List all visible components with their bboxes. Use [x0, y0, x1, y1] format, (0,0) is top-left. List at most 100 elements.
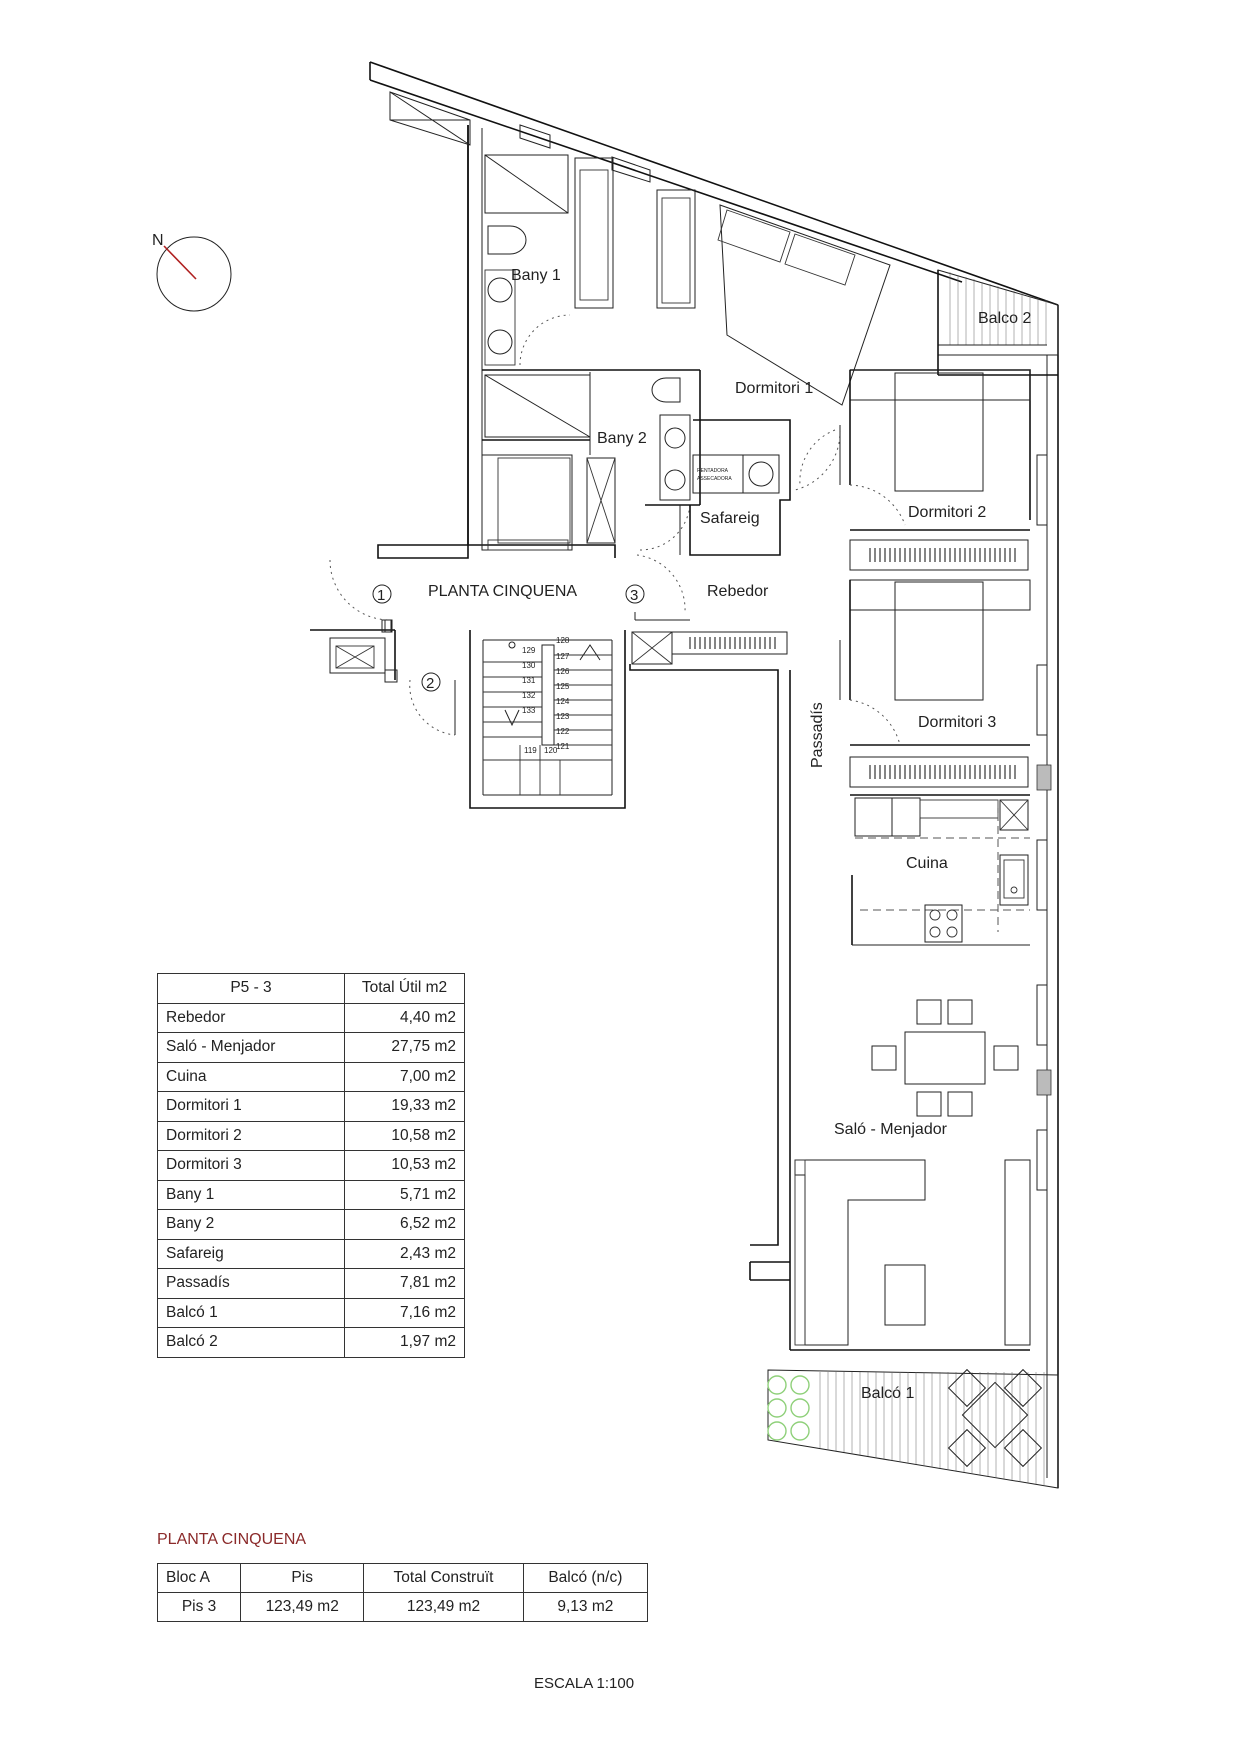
room-name: Bany 1 [157, 1179, 345, 1210]
planter-icon [767, 1375, 810, 1441]
summary-total-area: 123,49 m2 [363, 1592, 524, 1622]
dormitori3-room [839, 579, 1031, 796]
stair-step-number: 130 [522, 661, 536, 670]
room-name: Dormitori 3 [157, 1150, 345, 1181]
summary-balco-area: 9,13 m2 [522, 1592, 649, 1622]
table-row: Pis 3 123,49 m2 123,49 m2 9,13 m2 [156, 1592, 649, 1622]
room-label-dormitori2: Dormitori 2 [908, 504, 986, 521]
stair-step-number: 124 [556, 697, 570, 706]
stair-step-number: 120 [544, 746, 558, 755]
room-label-cuina: Cuina [906, 855, 948, 872]
safareig-fixtures: RENTADORA ASSECADORA [679, 419, 791, 556]
area-table-header-total: Total Útil m2 [344, 973, 465, 1004]
stair-step-number: 132 [522, 691, 536, 700]
salo-furniture [749, 999, 1031, 1351]
door-number-3: 3 [630, 587, 638, 604]
summary-header-balco: Balcó (n/c) [522, 1563, 649, 1593]
compass-north-label: N [152, 232, 164, 249]
stair-step-number: 121 [556, 742, 570, 751]
stair-step-number: 125 [556, 682, 570, 691]
stair-step-number: 128 [556, 636, 570, 645]
bany1-fixtures [482, 154, 700, 371]
room-label-rebedor: Rebedor [707, 583, 769, 600]
summary-pis-area: 123,49 m2 [240, 1592, 365, 1622]
area-table-header: P5 - 3 Total Útil m2 [157, 973, 465, 1004]
exterior-walls [369, 61, 1059, 1488]
kitchen-fixtures [851, 797, 1030, 946]
room-area: 4,40 m2 [344, 1002, 465, 1033]
stair-step-number: 127 [556, 652, 570, 661]
balco2-area [937, 269, 1059, 376]
room-label-balco1: Balcó 1 [861, 1385, 914, 1402]
scale-label: ESCALA 1:100 [534, 1675, 635, 1692]
room-name: Saló - Menjador [157, 1032, 345, 1063]
staircase: 129 130 131 132 133 128 127 126 125 124 … [469, 630, 626, 809]
door-number-1: 1 [377, 587, 385, 604]
room-area: 7,16 m2 [344, 1297, 465, 1328]
door-number-2: 2 [426, 675, 434, 692]
room-name: Cuina [157, 1061, 345, 1092]
bany2-fixtures [482, 370, 701, 551]
room-label-bany2: Bany 2 [597, 430, 647, 447]
area-table-header-unit: P5 - 3 [157, 973, 345, 1004]
room-name: Passadís [157, 1268, 345, 1299]
room-label-dormitori3: Dormitori 3 [918, 714, 996, 731]
balco1-area [767, 1368, 1059, 1489]
washer-label: RENTADORA [697, 468, 729, 474]
room-area: 1,97 m2 [344, 1327, 465, 1358]
summary-header-block: Bloc A [156, 1563, 242, 1593]
stair-step-number: 131 [522, 676, 536, 685]
room-label-bany1: Bany 1 [511, 267, 561, 284]
plan-floor-label: PLANTA CINQUENA [428, 583, 577, 600]
room-labels: Bany 1 Bany 2 Dormitori 1 Dormitori 2 Do… [428, 267, 1031, 1402]
stair-step-number: 119 [524, 746, 537, 755]
stair-step-number: 129 [522, 646, 536, 655]
room-name: Dormitori 1 [157, 1091, 345, 1122]
room-name: Safareig [157, 1238, 345, 1269]
summary-header-total: Total Construït [363, 1563, 524, 1593]
stair-step-number: 126 [556, 667, 570, 676]
floor-heading: PLANTA CINQUENA [157, 1531, 307, 1548]
room-name: Bany 2 [157, 1209, 345, 1240]
room-area: 7,00 m2 [344, 1061, 465, 1092]
room-area: 7,81 m2 [344, 1268, 465, 1299]
service-stub [310, 619, 398, 683]
room-area: 6,52 m2 [344, 1209, 465, 1240]
room-area: 5,71 m2 [344, 1179, 465, 1210]
room-name: Balcó 2 [157, 1327, 345, 1358]
room-area: 10,53 m2 [344, 1150, 465, 1181]
room-name: Rebedor [157, 1002, 345, 1033]
room-label-passadis: Passadís [809, 702, 826, 768]
room-label-salo: Saló - Menjador [834, 1121, 948, 1138]
dryer-label: ASSECADORA [697, 476, 732, 482]
dormitori1-bed [717, 204, 891, 491]
room-name: Dormitori 2 [157, 1120, 345, 1151]
stair-step-number: 122 [556, 727, 570, 736]
room-area: 10,58 m2 [344, 1120, 465, 1151]
room-label-safareig: Safareig [700, 510, 760, 527]
north-compass-icon: N [152, 232, 232, 312]
lift-shaft [481, 454, 616, 551]
wardrobe-hatch [869, 548, 1016, 562]
summary-table: Bloc A Pis Total Construït Balcó (n/c) P… [156, 1563, 649, 1622]
room-area: 27,75 m2 [344, 1032, 465, 1063]
room-name: Balcó 1 [157, 1297, 345, 1328]
summary-header-pis: Pis [240, 1563, 365, 1593]
room-area: 2,43 m2 [344, 1238, 465, 1269]
room-area: 19,33 m2 [344, 1091, 465, 1122]
stair-step-number: 133 [522, 706, 536, 715]
stair-step-number: 123 [556, 712, 570, 721]
